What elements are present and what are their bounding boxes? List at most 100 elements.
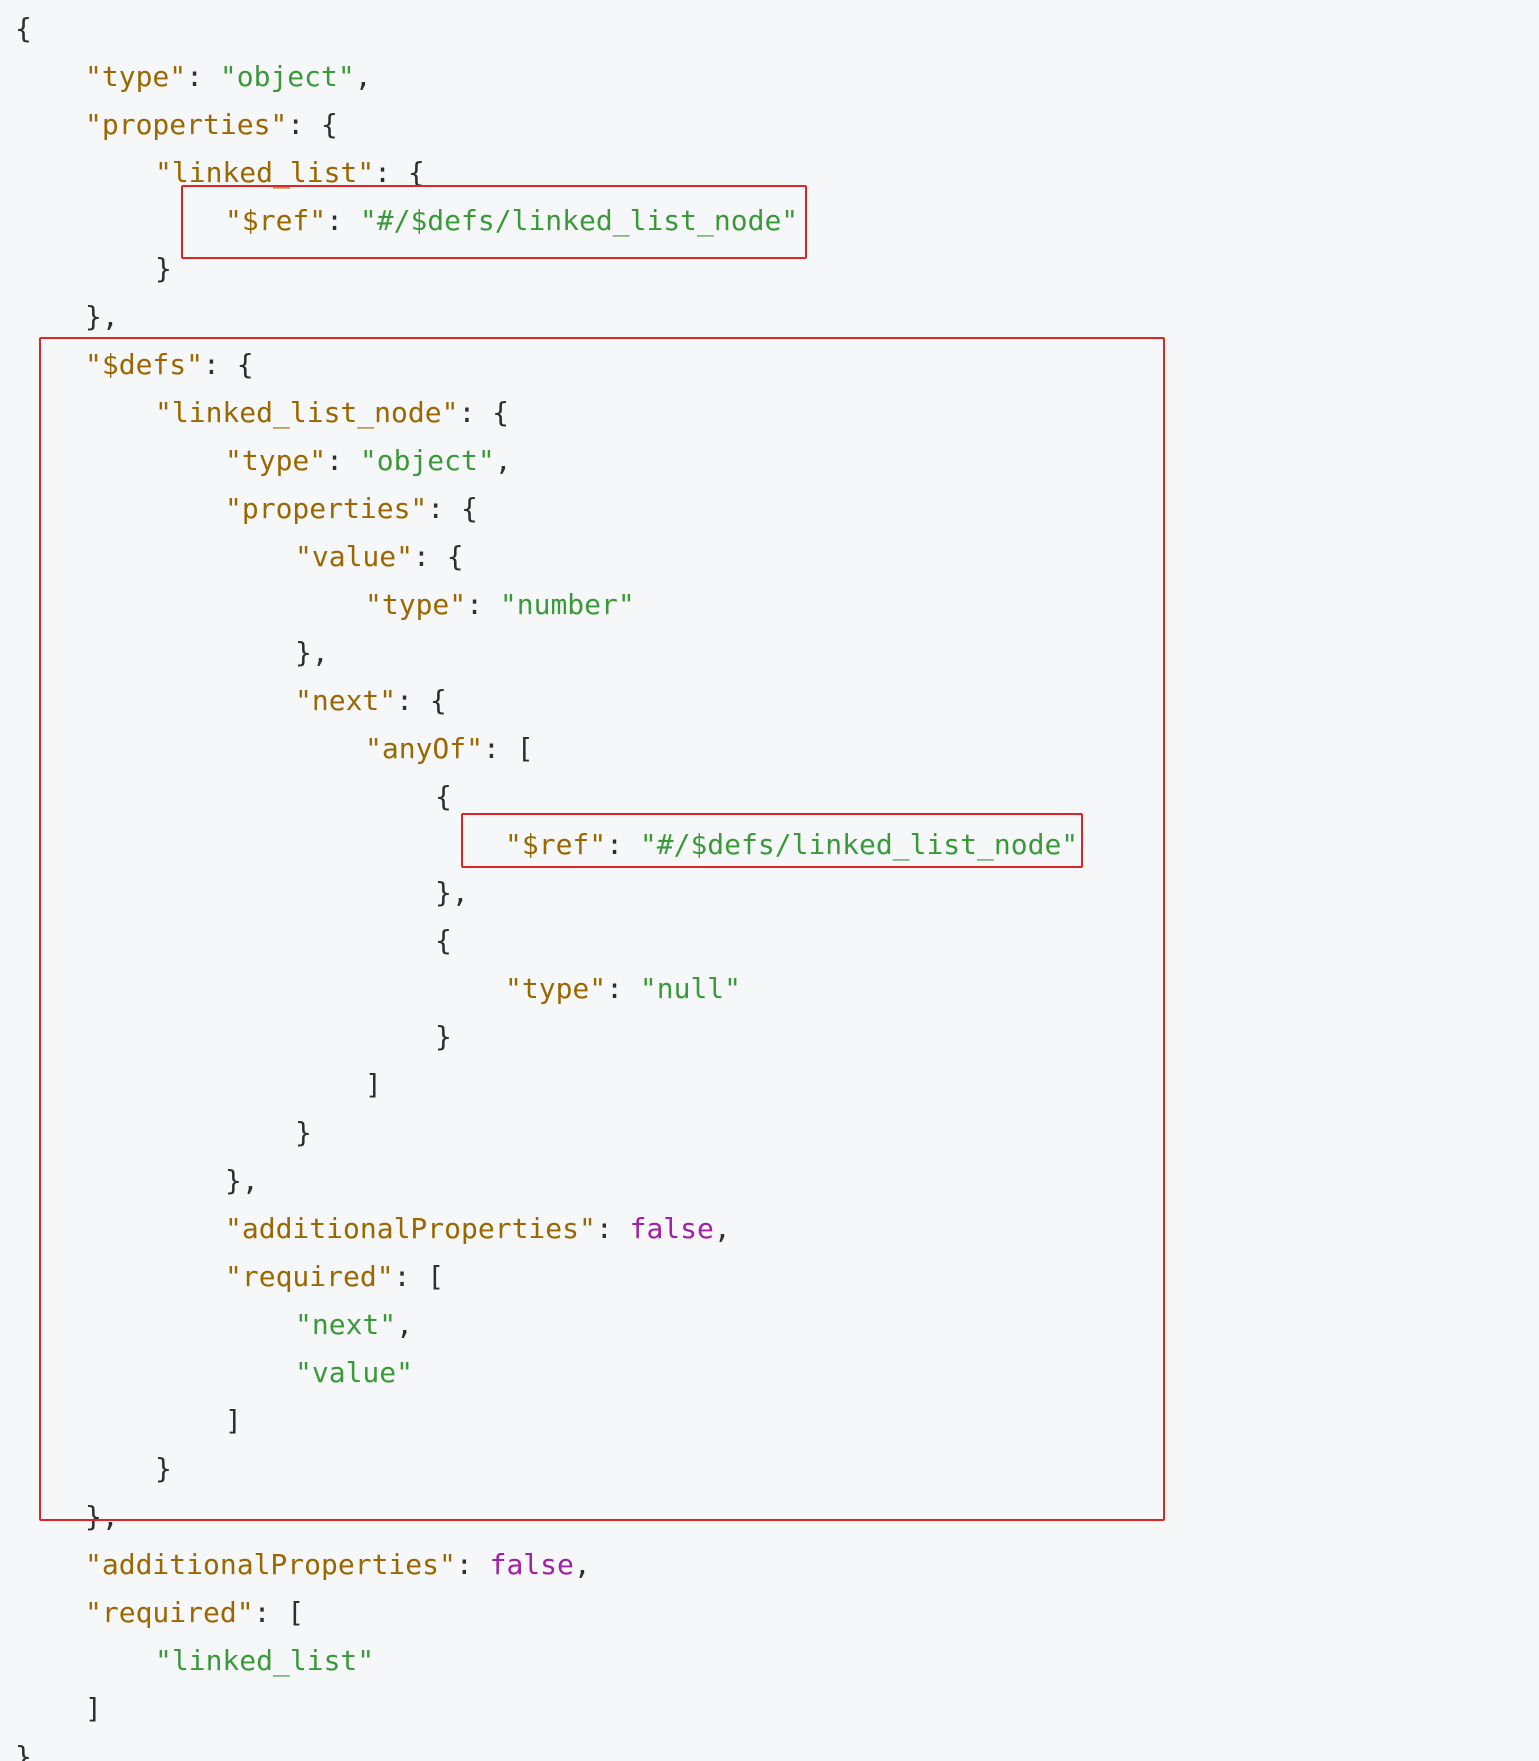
json-key: "type": [365, 588, 467, 621]
json-punctuation: : {: [427, 492, 478, 525]
json-punctuation: }: [295, 1116, 312, 1149]
json-punctuation: : {: [203, 348, 254, 381]
json-punctuation: :: [606, 828, 640, 861]
code-line: ]: [0, 1397, 1078, 1445]
code-line: "type": "number": [0, 581, 1078, 629]
code-line: "next",: [0, 1301, 1078, 1349]
json-punctuation: : [: [393, 1260, 445, 1293]
json-string: "number": [499, 588, 635, 621]
code-line: "required": [: [0, 1253, 1078, 1301]
code-line: "type": "null": [0, 965, 1078, 1013]
json-string: "object": [359, 444, 495, 477]
code-line: }: [0, 1013, 1078, 1061]
json-punctuation: },: [225, 1164, 259, 1197]
json-punctuation: :: [595, 1212, 630, 1245]
json-punctuation: ]: [365, 1068, 382, 1101]
json-key: "linked_list": [155, 156, 375, 189]
code-line: "$ref": "#/$defs/linked_list_node": [0, 821, 1078, 869]
json-key: "type": [225, 444, 327, 477]
code-line: },: [0, 1493, 1078, 1541]
json-punctuation: }: [435, 1020, 452, 1053]
json-punctuation: {: [435, 780, 452, 813]
json-key: "value": [295, 540, 414, 573]
json-punctuation: },: [435, 876, 469, 909]
json-punctuation: ]: [225, 1404, 242, 1437]
json-key: "additionalProperties": [85, 1548, 456, 1581]
json-punctuation: :: [466, 588, 500, 621]
code-line: "properties": {: [0, 101, 1078, 149]
json-punctuation: ,: [713, 1212, 731, 1245]
json-punctuation: ]: [85, 1692, 102, 1725]
code-line: "linked_list": {: [0, 149, 1078, 197]
json-punctuation: ,: [494, 444, 512, 477]
code-line: {: [0, 773, 1078, 821]
code-line: "additionalProperties": false,: [0, 1205, 1078, 1253]
code-line: "required": [: [0, 1589, 1078, 1637]
code-line: "$defs": {: [0, 341, 1078, 389]
json-punctuation: : {: [287, 108, 338, 141]
json-key: "additionalProperties": [225, 1212, 596, 1245]
code-line: "type": "object",: [0, 53, 1078, 101]
code-line: },: [0, 869, 1078, 917]
code-line: },: [0, 293, 1078, 341]
json-string: "linked_list": [155, 1644, 375, 1677]
json-boolean: false: [489, 1548, 574, 1581]
code-line: }: [0, 1733, 1078, 1761]
json-punctuation: :: [326, 204, 360, 237]
json-key: "required": [225, 1260, 394, 1293]
code-line: "$ref": "#/$defs/linked_list_node": [0, 197, 1078, 245]
json-string: "object": [219, 60, 355, 93]
code-line: }: [0, 1445, 1078, 1493]
json-punctuation: :: [186, 60, 220, 93]
json-punctuation: : {: [374, 156, 425, 189]
json-punctuation: {: [435, 924, 452, 957]
json-key: "$ref": [505, 828, 607, 861]
json-punctuation: ,: [396, 1308, 414, 1341]
json-boolean: false: [629, 1212, 714, 1245]
code-line: {: [0, 917, 1078, 965]
code-line: "linked_list": [0, 1637, 1078, 1685]
json-punctuation: :: [606, 972, 640, 1005]
json-punctuation: }: [15, 1740, 32, 1761]
json-punctuation: : {: [458, 396, 510, 429]
json-punctuation: : {: [396, 684, 447, 717]
json-key: "anyOf": [365, 732, 484, 765]
json-punctuation: : [: [253, 1596, 305, 1629]
json-key: "required": [85, 1596, 254, 1629]
code-block: {"type": "object","properties": {"linked…: [0, 5, 1078, 1761]
json-key: "$ref": [225, 204, 327, 237]
json-key: "properties": [85, 108, 288, 141]
code-line: "additionalProperties": false,: [0, 1541, 1078, 1589]
code-line: "next": {: [0, 677, 1078, 725]
json-punctuation: }: [155, 252, 172, 285]
code-line: {: [0, 5, 1078, 53]
json-key: "$defs": [85, 348, 204, 381]
code-line: "anyOf": [: [0, 725, 1078, 773]
json-punctuation: ,: [573, 1548, 591, 1581]
json-punctuation: },: [295, 636, 329, 669]
json-string: "null": [639, 972, 742, 1005]
json-punctuation: },: [85, 1500, 119, 1533]
json-string: "#/$defs/linked_list_node": [359, 204, 799, 237]
json-punctuation: :: [455, 1548, 490, 1581]
json-string: "next": [295, 1308, 397, 1341]
json-string: "value": [295, 1356, 414, 1389]
json-punctuation: ,: [354, 60, 372, 93]
code-line: ]: [0, 1061, 1078, 1109]
code-line: }: [0, 1109, 1078, 1157]
code-line: "value": [0, 1349, 1078, 1397]
code-line: }: [0, 245, 1078, 293]
json-key: "type": [85, 60, 187, 93]
json-punctuation: : [: [483, 732, 534, 765]
code-line: ]: [0, 1685, 1078, 1733]
json-punctuation: : {: [413, 540, 464, 573]
json-key: "type": [505, 972, 607, 1005]
json-string: "#/$defs/linked_list_node": [639, 828, 1079, 861]
json-key: "next": [295, 684, 397, 717]
json-key: "properties": [225, 492, 428, 525]
code-line: "type": "object",: [0, 437, 1078, 485]
json-punctuation: },: [85, 300, 119, 333]
code-line: "value": {: [0, 533, 1078, 581]
json-key: "linked_list_node": [155, 396, 459, 429]
